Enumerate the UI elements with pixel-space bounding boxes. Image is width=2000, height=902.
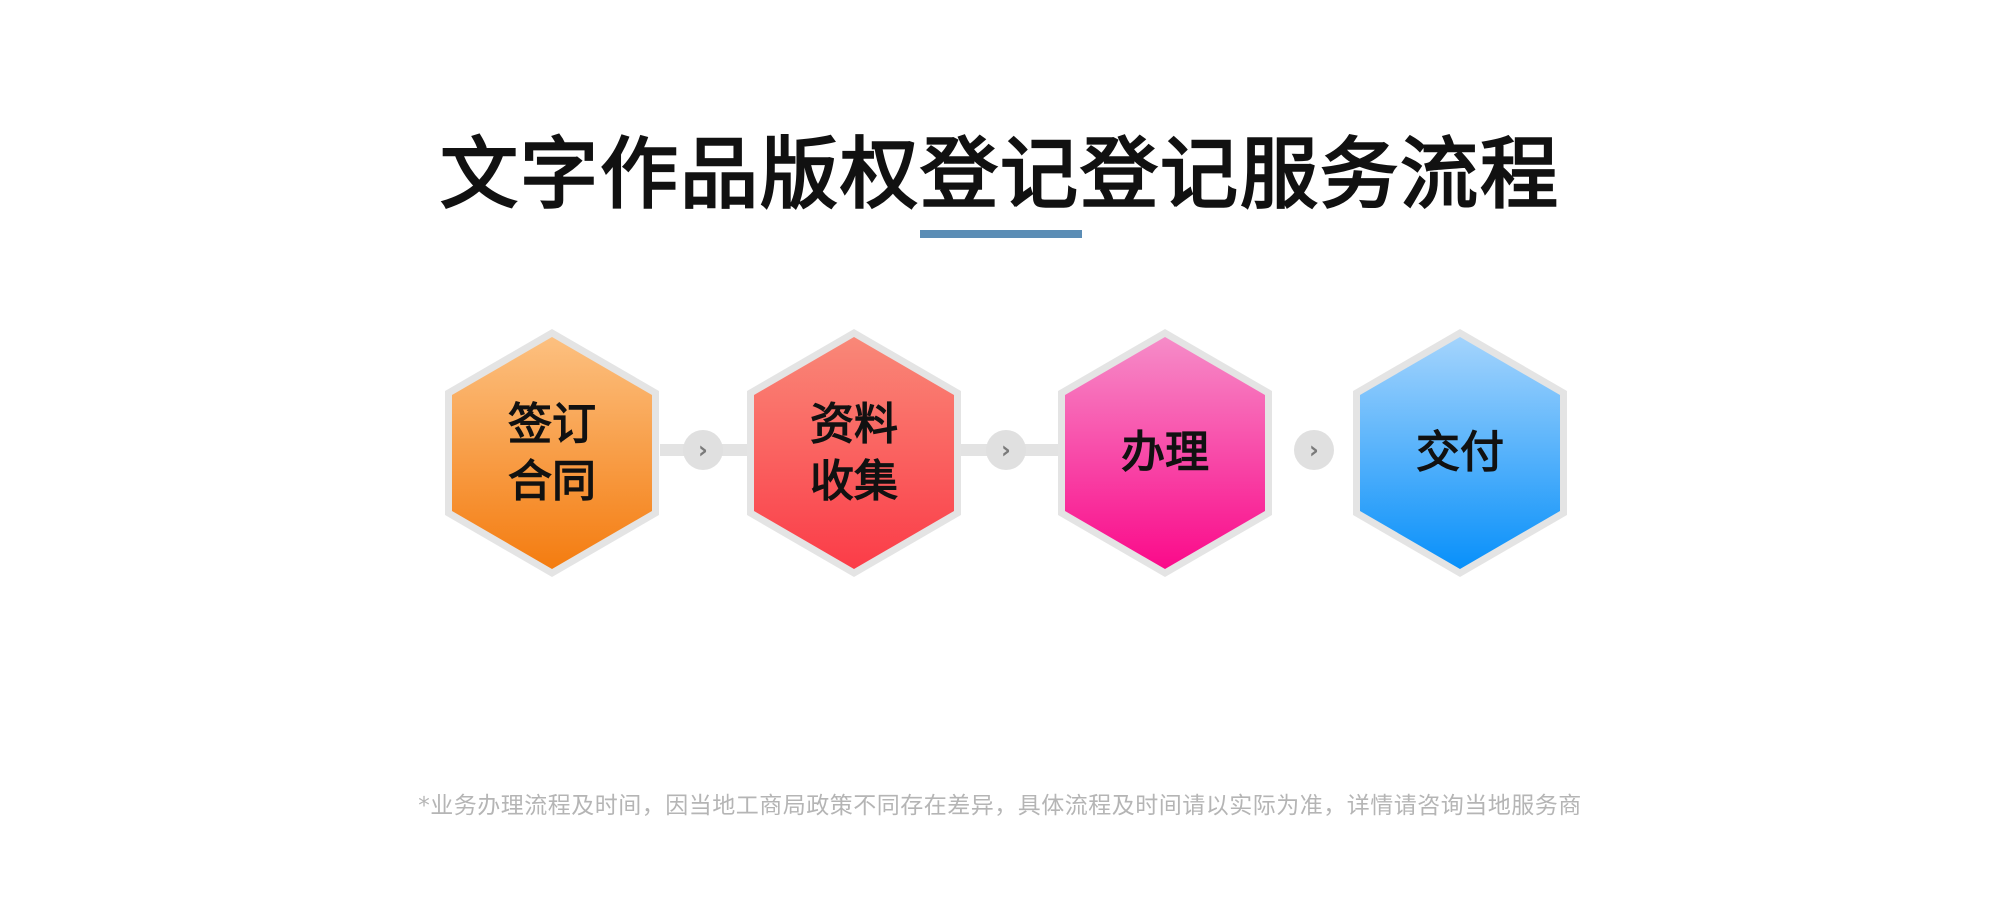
step-hexagon: 签订 合同 <box>442 326 662 580</box>
page-title: 文字作品版权登记登记服务流程 <box>439 130 1560 220</box>
chevron-right-icon: › <box>1294 430 1334 470</box>
step-label: 资料 收集 <box>810 398 898 507</box>
step-label: 签订 合同 <box>508 398 596 507</box>
chevron-right-icon: › <box>683 430 723 470</box>
step-label: 交付 <box>1416 427 1504 479</box>
step-label: 办理 <box>1121 427 1209 479</box>
title-underline <box>920 230 1082 238</box>
step-hexagon: 办理 <box>1055 326 1275 580</box>
step-hexagon: 资料 收集 <box>744 326 964 580</box>
chevron-right-icon: › <box>986 430 1026 470</box>
footnote: *业务办理流程及时间，因当地工商局政策不同存在差异，具体流程及时间请以实际为准，… <box>418 793 1582 819</box>
step-hexagon: 交付 <box>1350 326 1570 580</box>
